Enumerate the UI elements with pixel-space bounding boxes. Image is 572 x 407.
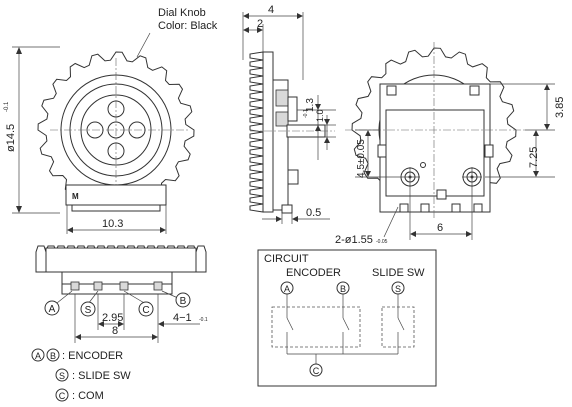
dimension-4-5: 4.5±0.05 — [356, 139, 367, 178]
circuit-pin-a: A — [284, 284, 290, 294]
manufacturer-logo: M — [72, 192, 79, 201]
circuit-pin-c: C — [313, 366, 320, 376]
dial-knob-label: Dial Knob — [158, 7, 206, 19]
pin-b-label: B — [180, 296, 187, 307]
circuit-title: CIRCUIT — [264, 253, 309, 265]
dimension-2: 2 — [257, 18, 263, 30]
circuit-slide-label: SLIDE SW — [372, 267, 425, 279]
legend-mark-c: C — [59, 391, 66, 401]
rear-left-dimension: 4.5±0.05 — [355, 129, 400, 178]
circuit-box: CIRCUIT ENCODER SLIDE SW A B S C — [257, 249, 437, 387]
pin-s-label: S — [85, 305, 92, 316]
dimension-7-25: 7.25 — [528, 147, 540, 168]
dimension-4-1: 4−1 — [173, 312, 192, 324]
hole-callout: 2-ø1.55 — [335, 234, 373, 246]
front-view: M — [37, 51, 195, 212]
pin-a-label: A — [49, 304, 56, 315]
width-value: 10.3 — [102, 218, 123, 230]
pin-c-label: C — [142, 305, 149, 316]
dimension-4-1-tol: -0.1 — [199, 317, 208, 323]
diameter-value: ø14.5 — [5, 124, 17, 152]
circuit-encoder-label: ENCODER — [286, 267, 341, 279]
legend-mark-b: B — [50, 351, 56, 361]
side-top-dimensions: 4 2 — [242, 4, 304, 80]
dimension-6: 6 — [437, 222, 443, 234]
circuit-pin-s: S — [395, 284, 401, 294]
circuit-pin-b: B — [340, 284, 346, 294]
legend-mark-s: S — [59, 371, 65, 381]
dimension-4: 4 — [268, 4, 274, 16]
pin-legend: A B : ENCODER S : SLIDE SW C : COM — [31, 348, 131, 402]
diameter-dimension: ø14.5 -0.1 — [4, 46, 60, 214]
slide-dimension: 0.5 — [262, 207, 330, 224]
dimension-3-85: 3.85 — [554, 97, 566, 118]
bottom-dimensions: 2.95 8 4−1 -0.1 — [74, 294, 208, 343]
shaft-dimensions: 1.3 -0.1 1.0 — [297, 95, 336, 160]
hole-tolerance: -0.05 — [376, 239, 388, 245]
legend-com-text: : COM — [72, 390, 104, 402]
side-view — [249, 51, 335, 214]
dimension-1-3-tol: -0.1 — [303, 109, 309, 118]
rear-right-dimensions: 3.85 7.25 — [485, 83, 566, 178]
legend-encoder-text: : ENCODER — [62, 350, 123, 362]
bottom-pin-labels: A S C B — [44, 290, 191, 317]
bottom-view — [35, 245, 207, 295]
dimension-0-5: 0.5 — [306, 207, 321, 219]
dimension-2-95: 2.95 — [102, 312, 123, 324]
width-dimension: 10.3 — [66, 205, 167, 234]
dimension-8: 8 — [112, 325, 118, 337]
rear-view — [345, 42, 525, 220]
dimension-1-3: 1.3 — [305, 98, 316, 112]
dial-knob-callout: Dial Knob Color: Black — [136, 7, 218, 58]
diameter-tolerance: -0.1 — [4, 101, 10, 112]
legend-mark-a: A — [35, 351, 41, 361]
knob-color-label: Color: Black — [158, 20, 218, 32]
dimension-1-0: 1.0 — [315, 109, 325, 122]
legend-slide-text: : SLIDE SW — [72, 370, 131, 382]
rear-bottom-dimensions: 6 2-ø1.55 -0.05 — [335, 186, 473, 246]
